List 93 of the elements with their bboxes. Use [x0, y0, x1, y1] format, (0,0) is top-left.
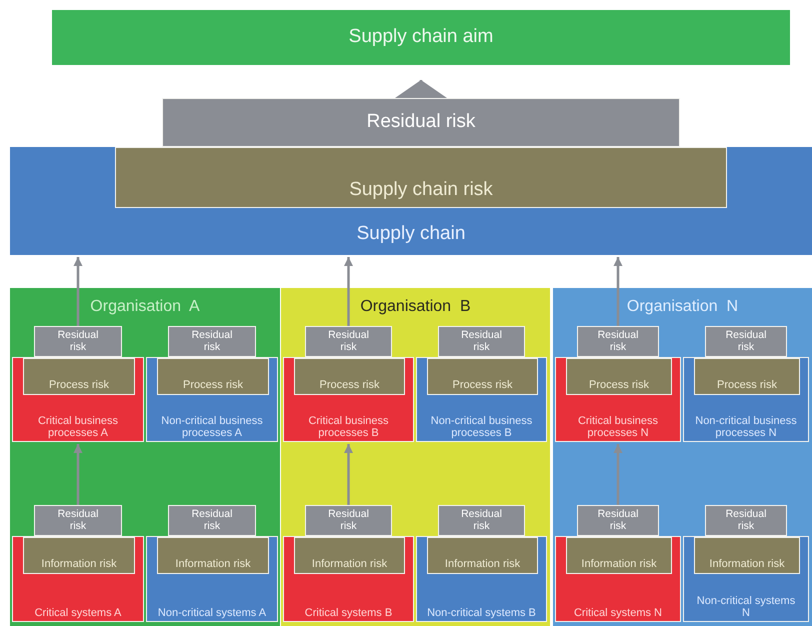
node-label: Critical systems B — [304, 606, 392, 619]
process-box — [146, 357, 278, 442]
process-box — [283, 357, 414, 442]
node-label: Process risk — [717, 378, 777, 391]
process-risk-band — [294, 358, 405, 395]
goal-bar — [52, 10, 790, 65]
node-label: Residual risk — [460, 508, 503, 532]
node-label: Residual risk — [56, 508, 100, 532]
node-label: Organisation N — [626, 298, 738, 316]
organisation-panel — [281, 288, 550, 626]
process-risk-band — [157, 358, 269, 395]
node-label: Non-critical systems A — [158, 606, 266, 619]
residual-risk-box — [34, 505, 122, 536]
process-risk-band — [566, 358, 672, 395]
residual-risk-box — [34, 326, 122, 357]
node-label: Supply chain — [356, 224, 466, 245]
risk-band — [115, 147, 727, 208]
system-box — [416, 536, 547, 622]
node-label: Residual risk — [724, 508, 768, 532]
system-box — [283, 536, 414, 622]
residual-risk-box — [162, 98, 680, 147]
residual-risk-box — [577, 326, 659, 357]
residual-risk-box — [438, 326, 525, 357]
system-box — [555, 536, 681, 622]
node-label: Critical business processes N — [576, 414, 660, 439]
node-label: Organisation B — [360, 298, 471, 316]
node-label: Non-critical systems B — [427, 606, 536, 619]
information-risk-band — [694, 537, 800, 574]
information-risk-band — [427, 537, 538, 574]
node-label: Residual risk — [366, 112, 476, 133]
node-label: Supply chain risk — [349, 180, 493, 201]
residual-risk-box — [168, 326, 256, 357]
arrow — [344, 444, 353, 505]
process-box — [683, 357, 809, 442]
node-label: Non-critical systems N — [696, 594, 796, 619]
residual-risk-box — [705, 326, 787, 357]
node-label: Residual risk — [190, 508, 234, 532]
node-label: Residual risk — [56, 330, 100, 354]
node-label: Residual risk — [327, 330, 370, 354]
process-box — [555, 357, 681, 442]
process-risk-band — [427, 358, 538, 395]
node-label: Non-critical business processes N — [694, 414, 798, 439]
supply-chain-band — [10, 147, 812, 255]
node-label: Residual risk — [327, 508, 370, 532]
residual-risk-box — [438, 505, 525, 536]
arrow — [614, 444, 622, 505]
process-box — [12, 357, 144, 442]
residual-risk-box — [705, 505, 787, 536]
node-label: Information risk — [444, 558, 520, 570]
node-label: Supply chain aim — [348, 27, 494, 48]
system-box — [683, 536, 809, 622]
residual-risk-box — [168, 505, 256, 536]
residual-risk-box — [577, 505, 659, 536]
process-risk-band — [694, 358, 800, 395]
arrow — [395, 80, 447, 98]
node-label: Process risk — [49, 378, 109, 391]
node-label: Organisation A — [90, 298, 200, 316]
node-label: Process risk — [320, 378, 380, 391]
process-box — [416, 357, 547, 442]
node-label: Information risk — [581, 558, 657, 570]
node-label: Residual risk — [190, 330, 234, 354]
information-risk-band — [566, 537, 672, 574]
node-label: Information risk — [709, 558, 785, 570]
node-label: Critical systems A — [34, 606, 122, 619]
system-box — [12, 536, 144, 622]
arrow — [344, 257, 353, 326]
node-label: Information risk — [175, 558, 251, 570]
arrow — [74, 257, 82, 326]
information-risk-band — [157, 537, 269, 574]
system-box — [146, 536, 278, 622]
arrow — [74, 444, 82, 505]
information-risk-band — [294, 537, 405, 574]
node-label: Non-critical business processes A — [160, 414, 264, 439]
node-label: Process risk — [589, 378, 649, 391]
node-label: Process risk — [452, 378, 512, 391]
residual-risk-box — [305, 326, 392, 357]
node-label: Information risk — [312, 558, 388, 570]
arrow — [614, 257, 622, 326]
node-label: Residual risk — [596, 508, 640, 532]
process-risk-band — [23, 358, 135, 395]
node-label: Information risk — [41, 558, 117, 570]
residual-risk-box — [305, 505, 392, 536]
organisation-panel — [553, 288, 812, 626]
node-label: Process risk — [183, 378, 243, 391]
node-label: Residual risk — [596, 330, 640, 354]
node-label: Non-critical business processes B — [430, 414, 534, 439]
node-label: Residual risk — [724, 330, 768, 354]
organisation-panel — [10, 288, 280, 626]
node-label: Critical systems N — [574, 606, 662, 619]
node-label: Critical business processes B — [307, 414, 390, 439]
node-label: Critical business processes A — [36, 414, 120, 439]
node-label: Residual risk — [460, 330, 503, 354]
information-risk-band — [23, 537, 135, 574]
